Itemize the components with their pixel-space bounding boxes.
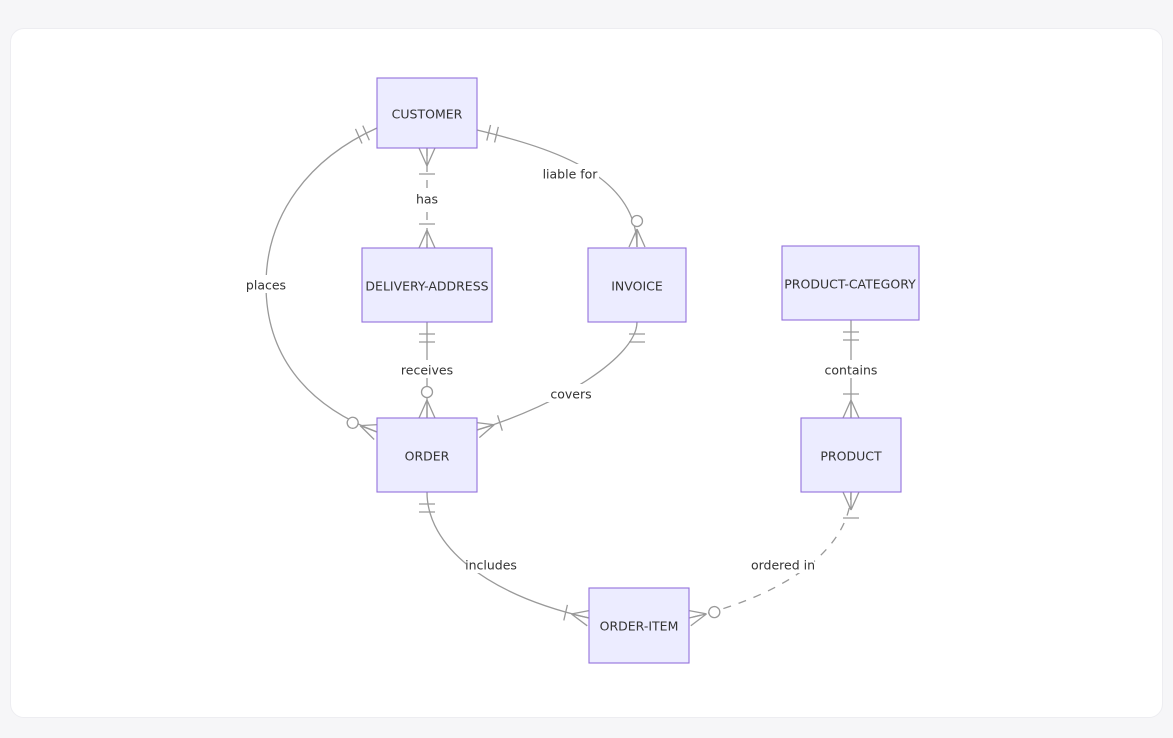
relationship-label-contains-text: contains bbox=[825, 363, 878, 378]
entity-order: ORDER bbox=[376, 417, 478, 493]
entity-order-item-label: ORDER-ITEM bbox=[600, 619, 679, 634]
entity-delivery-address-box bbox=[361, 247, 493, 323]
relationship-label-has-text: has bbox=[416, 192, 438, 207]
relationship-label-contains: contains bbox=[825, 360, 878, 378]
relationship-line-liable-for bbox=[476, 124, 646, 248]
entity-product-category-label: PRODUCT-CATEGORY bbox=[784, 277, 916, 292]
entity-customer: CUSTOMER bbox=[376, 77, 478, 149]
relationship-label-receives: receives bbox=[401, 360, 453, 378]
relationship-label-covers: covers bbox=[547, 384, 595, 402]
relationship-label-places: places bbox=[243, 275, 289, 293]
entity-product-label: PRODUCT bbox=[820, 449, 882, 464]
relationship-label-receives-text: receives bbox=[401, 363, 453, 378]
relationship-line-covers bbox=[474, 321, 645, 439]
entity-order-label: ORDER bbox=[405, 449, 450, 464]
entity-delivery-address-label: DELIVERY-ADDRESS bbox=[365, 279, 488, 294]
entity-order-item: ORDER-ITEM bbox=[588, 587, 690, 664]
entity-delivery-address: DELIVERY-ADDRESS bbox=[361, 247, 493, 323]
entity-product-box bbox=[800, 417, 902, 493]
entity-invoice-label: INVOICE bbox=[611, 279, 663, 294]
relationship-label-ordered-in: ordered in bbox=[751, 555, 815, 573]
entity-product: PRODUCT bbox=[800, 417, 902, 493]
entity-product-category: PRODUCT-CATEGORY bbox=[781, 245, 920, 321]
relationship-label-liable-for-text: liable for bbox=[543, 167, 599, 182]
entity-product-category-box bbox=[781, 245, 920, 321]
entity-order-box bbox=[376, 417, 478, 493]
relationship-label-includes: includes bbox=[465, 555, 517, 573]
entity-invoice-box bbox=[587, 247, 687, 323]
relationship-label-has: has bbox=[409, 189, 445, 207]
entity-invoice: INVOICE bbox=[587, 247, 687, 323]
relationship-label-includes-text: includes bbox=[465, 558, 517, 573]
relationship-label-covers-text: covers bbox=[550, 387, 591, 402]
relationship-label-ordered-in-text: ordered in bbox=[751, 558, 815, 573]
relationship-label-liable-for: liable for bbox=[541, 164, 599, 182]
entity-customer-box bbox=[376, 77, 478, 149]
relationship-label-places-text: places bbox=[246, 278, 286, 293]
entity-customer-label: CUSTOMER bbox=[392, 107, 463, 122]
entity-order-item-box bbox=[588, 587, 690, 664]
relationship-line-ordered-in bbox=[687, 491, 860, 627]
